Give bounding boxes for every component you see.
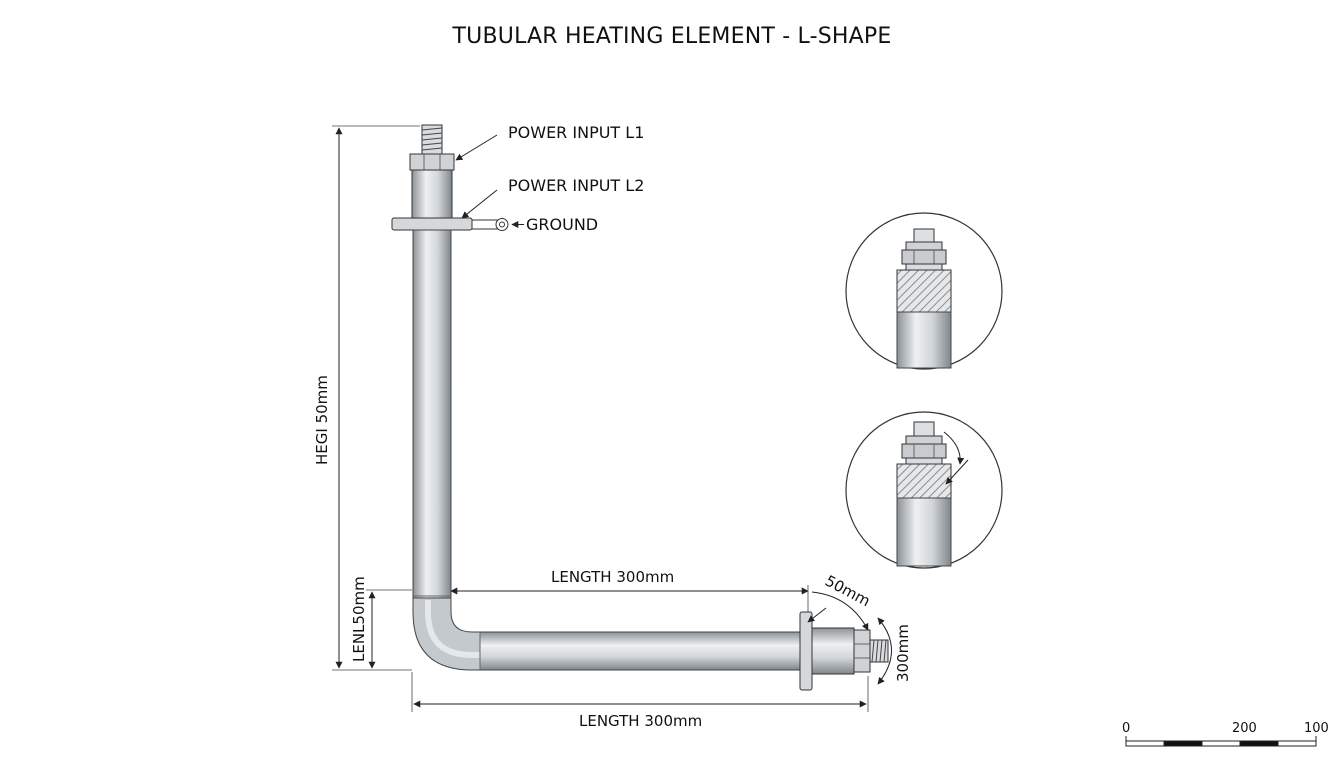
horizontal-tube bbox=[479, 631, 801, 671]
hex-nut-end bbox=[853, 629, 871, 673]
page-title: TUBULAR HEATING ELEMENT - L-SHAPE bbox=[452, 24, 892, 49]
ground-lug bbox=[472, 218, 509, 231]
scale-bar: 0 200 100 bbox=[1122, 721, 1329, 747]
bend-height-dimension-text: LENL50mm bbox=[350, 576, 368, 662]
dimension-end-angle: 50mm bbox=[807, 572, 873, 631]
scale-label-0: 0 bbox=[1122, 721, 1130, 736]
power-input-l1-label: POWER INPUT L1 bbox=[508, 123, 644, 142]
length-inner-dimension-text: LENGTH 300mm bbox=[551, 568, 674, 586]
end-angle-dimension-text: 50mm bbox=[822, 572, 873, 611]
detail-view-terminal-2 bbox=[845, 411, 1003, 569]
scale-label-200: 200 bbox=[1232, 721, 1257, 736]
tube-bend bbox=[412, 597, 481, 671]
terminal-assembly-end bbox=[799, 611, 889, 691]
callout-power-input-l1: POWER INPUT L1 bbox=[455, 123, 644, 161]
dimension-length-inner: LENGTH 300mm bbox=[450, 568, 809, 612]
end-diameter-dimension-text: 300mm bbox=[894, 624, 912, 682]
height-dimension-text: HEGI 50mm bbox=[313, 375, 331, 465]
length-overall-dimension-text: LENGTH 300mm bbox=[579, 712, 702, 730]
dimension-length-overall: LENGTH 300mm bbox=[411, 672, 869, 730]
mounting-flange-top bbox=[391, 217, 473, 231]
scale-label-100: 100 bbox=[1304, 721, 1329, 736]
callout-ground: GROUND bbox=[511, 215, 598, 234]
detail-view-terminal-1 bbox=[845, 212, 1003, 370]
vertical-tube bbox=[412, 229, 452, 599]
dimension-bend-height: LENL50mm bbox=[350, 576, 412, 669]
terminal-assembly-top bbox=[391, 124, 509, 231]
threaded-stud-end bbox=[869, 639, 889, 663]
mounting-flange-end bbox=[799, 611, 813, 691]
ground-label: GROUND bbox=[526, 215, 598, 234]
power-input-l2-label: POWER INPUT L2 bbox=[508, 176, 644, 195]
dimension-height: HEGI 50mm bbox=[313, 125, 420, 671]
hex-nut-top bbox=[409, 153, 455, 171]
callout-power-input-l2: POWER INPUT L2 bbox=[461, 176, 644, 219]
threaded-stud-top bbox=[421, 124, 443, 156]
dimension-end-diameter: 300mm bbox=[877, 617, 912, 685]
